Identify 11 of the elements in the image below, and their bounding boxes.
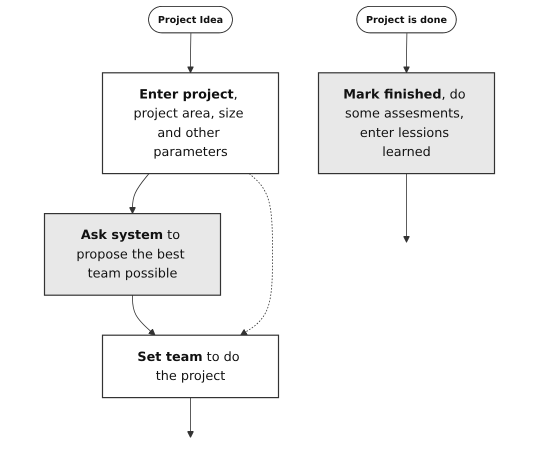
- arrow: [186, 397, 194, 438]
- node-box: Set team to do the project: [102, 334, 280, 398]
- node-box: Mark finished, do some assesments, enter lessions learned: [318, 72, 496, 174]
- arrow: [402, 32, 410, 74]
- arrow: [402, 173, 410, 243]
- node-box: Ask system to propose the best team possible: [44, 213, 222, 296]
- arrow: [186, 32, 194, 74]
- arrow: [128, 173, 150, 214]
- arrow: [240, 173, 273, 336]
- arrow: [132, 294, 156, 336]
- node-box: Enter project, project area, size and other parameters: [102, 72, 280, 174]
